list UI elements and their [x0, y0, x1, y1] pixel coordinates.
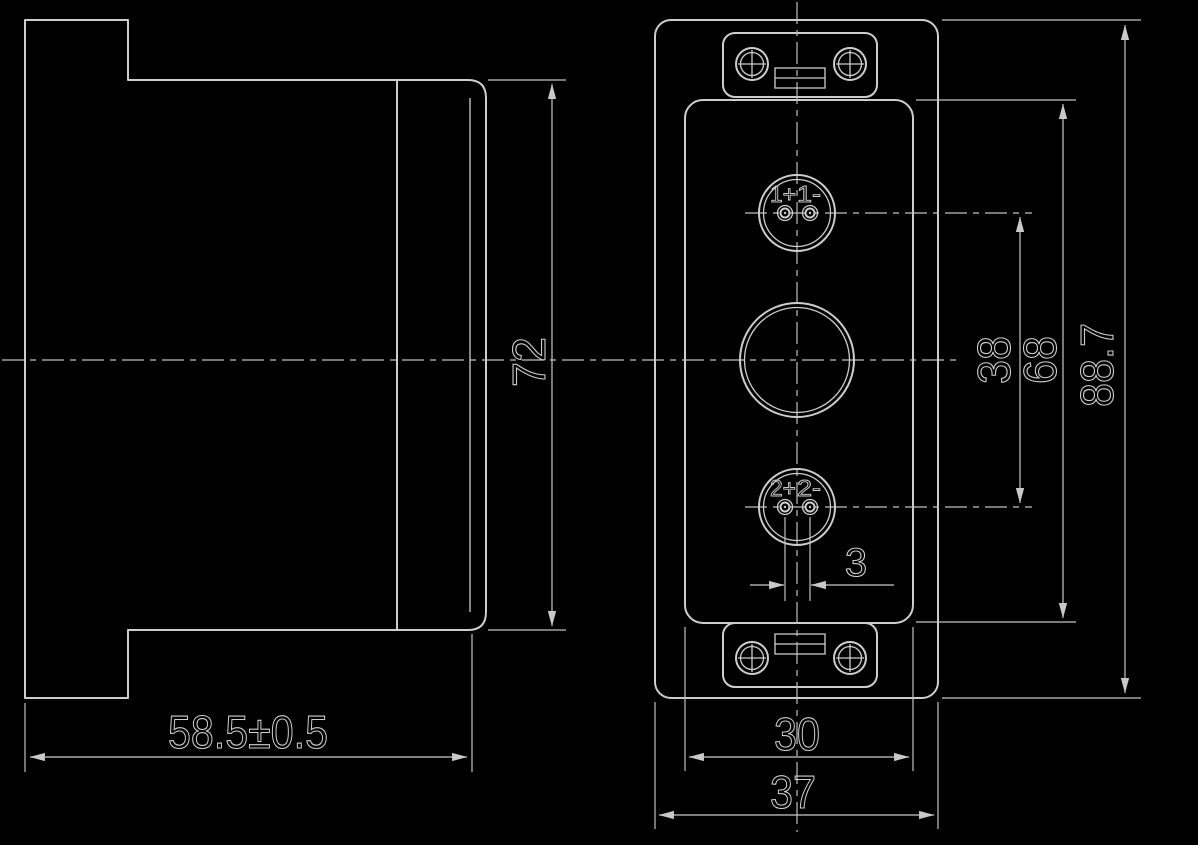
pin	[776, 204, 794, 222]
tab-outline	[722, 622, 878, 688]
hole-outer-circle	[739, 302, 855, 418]
center-connector-hole	[739, 302, 855, 418]
dim-panel-height: 68	[916, 99, 1076, 623]
dim-panel-width: 30	[684, 627, 914, 771]
dim-label-overall-width: 37	[770, 766, 816, 818]
top-mounting-tab	[722, 32, 878, 98]
connector-inner-circle	[762, 472, 832, 542]
dim-overall-height: 88.7	[942, 19, 1141, 699]
connector-inner-circle	[762, 178, 832, 248]
dim-side-height: 72	[488, 79, 566, 631]
connector-outer-circle	[758, 174, 836, 252]
bottom-connector: 2+ 2-	[758, 468, 836, 546]
pin-label-2-minus: 2-	[797, 475, 821, 501]
outer-plate	[654, 19, 939, 699]
pin	[801, 498, 819, 516]
front-view: 1+ 1- 2+ 2-	[654, 2, 1141, 832]
pin-label-1-minus: 1-	[797, 181, 821, 207]
hole-inner-circle	[743, 306, 851, 414]
connector-outer-circle	[758, 468, 836, 546]
screw-head-icon	[833, 641, 867, 675]
dim-label-panel-height: 68	[1014, 336, 1066, 384]
tab-slot	[774, 633, 826, 655]
dim-side-width: 58.5±0.5	[24, 634, 473, 772]
pin	[776, 498, 794, 516]
dim-pin-spacing: 3	[750, 517, 894, 601]
dim-overall-width: 37	[654, 702, 939, 829]
top-connector: 1+ 1-	[758, 174, 836, 252]
side-view: 72 58.5±0.5	[2, 19, 958, 772]
dim-label-side-width: 58.5±0.5	[168, 706, 328, 758]
dim-label-pin-spacing: 3	[845, 541, 867, 585]
side-view-outline	[24, 19, 487, 699]
dim-connector-spacing: 38	[967, 216, 1025, 504]
dim-label-overall-height: 88.7	[1071, 323, 1123, 407]
dim-label-side-height: 72	[503, 337, 555, 387]
screw-head-icon	[735, 47, 769, 81]
bottom-mounting-tab	[722, 622, 878, 688]
pin-label-2-plus: 2+	[770, 475, 796, 501]
screw-head-icon	[833, 47, 867, 81]
pin	[801, 204, 819, 222]
dim-label-connector-spacing: 38	[968, 336, 1020, 384]
screw-head-icon	[735, 641, 769, 675]
dim-label-panel-width: 30	[774, 708, 820, 760]
tab-outline	[722, 32, 878, 98]
pin-label-1-plus: 1+	[770, 181, 796, 207]
tab-slot	[774, 67, 826, 89]
